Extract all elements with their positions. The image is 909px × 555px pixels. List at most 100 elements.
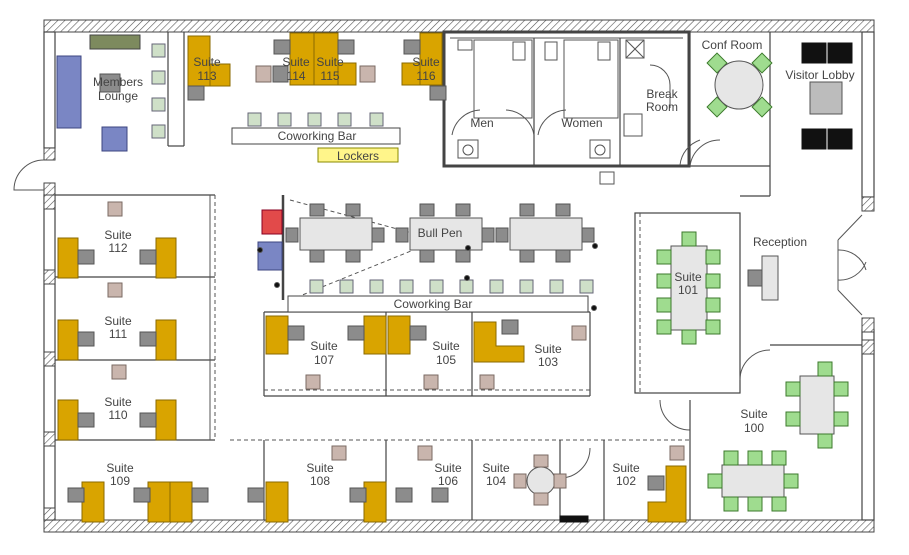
chair — [555, 203, 571, 217]
chair — [139, 249, 157, 265]
guest-chair — [417, 445, 433, 461]
desk — [57, 237, 79, 279]
marker-dot — [464, 275, 470, 281]
chair — [67, 487, 85, 503]
conference-chair — [656, 297, 672, 313]
stool — [489, 279, 504, 294]
conference-chair — [747, 496, 763, 512]
label-bull-pen: Bull Pen — [418, 226, 463, 240]
chair — [747, 269, 763, 287]
label-suite-116-2: 116 — [416, 69, 435, 83]
chair — [395, 227, 409, 243]
stool — [151, 97, 166, 112]
chair — [337, 39, 355, 55]
label-reception: Reception — [753, 235, 807, 249]
chair — [309, 249, 325, 263]
stool — [369, 279, 384, 294]
desk — [155, 237, 177, 279]
label-suite-113-2: 113 — [197, 69, 216, 83]
stool — [399, 279, 414, 294]
conference-table — [714, 60, 764, 110]
label-suite-105-2: 105 — [436, 353, 456, 367]
desk — [265, 481, 289, 523]
stool — [337, 112, 352, 127]
conference-chair — [785, 381, 801, 397]
guest-chair — [553, 473, 567, 489]
label-suite-113-1: Suite — [193, 55, 221, 69]
desk — [155, 319, 177, 361]
chair — [77, 249, 95, 265]
chair — [247, 487, 265, 503]
conference-chair — [707, 473, 723, 489]
corner-desk — [647, 465, 687, 523]
chair — [581, 227, 595, 243]
label-members-lounge-1: Members — [93, 75, 143, 89]
label-suite-101-2: 101 — [678, 283, 698, 297]
guest-chair — [513, 473, 527, 489]
chair — [455, 203, 471, 217]
label-suite-103-2: 103 — [538, 355, 558, 369]
floor-vent — [559, 515, 589, 523]
stool — [151, 43, 166, 58]
stool — [369, 112, 384, 127]
stool — [519, 279, 534, 294]
chair — [139, 331, 157, 347]
label-suite-112-1: Suite — [104, 228, 132, 242]
chair — [345, 249, 361, 263]
table — [799, 375, 835, 435]
desk — [57, 399, 79, 441]
chair — [77, 412, 95, 428]
table — [721, 464, 785, 498]
chair — [347, 325, 365, 341]
chair — [285, 227, 299, 243]
guest-chair — [533, 492, 549, 506]
conference-chair — [705, 319, 721, 335]
chair — [272, 65, 289, 83]
desk — [419, 32, 443, 86]
chair — [349, 487, 367, 503]
desk — [313, 32, 339, 86]
label-suite-109-1: Suite — [106, 461, 134, 475]
label-suite-101-1: Suite — [674, 270, 702, 284]
chair — [403, 39, 421, 55]
label-suite-102-1: Suite — [612, 461, 640, 475]
label-coworking-bar-top: Coworking Bar — [278, 129, 357, 143]
guest-chair — [359, 65, 376, 83]
table — [299, 217, 373, 251]
desk — [169, 481, 193, 523]
conference-chair — [681, 231, 697, 247]
chair — [273, 39, 291, 55]
outer-walls — [13, 19, 875, 533]
label-suite-114-1: Suite — [282, 55, 310, 69]
label-visitor-lobby: Visitor Lobby — [785, 68, 854, 82]
guest-chair — [331, 445, 347, 461]
chair — [287, 325, 305, 341]
label-suite-100-1: Suite — [740, 407, 768, 421]
label-lockers: Lockers — [337, 149, 379, 163]
lobby-seat — [827, 42, 853, 64]
chair — [555, 249, 571, 263]
chair — [431, 487, 449, 503]
reception-desk — [761, 255, 779, 301]
chair — [429, 85, 447, 101]
guest-chair — [107, 201, 123, 217]
chair — [519, 249, 535, 263]
label-suite-105-1: Suite — [432, 339, 460, 353]
chair — [455, 249, 471, 263]
conference-chair — [723, 450, 739, 466]
guest-chair — [107, 282, 123, 298]
conference-chair — [833, 381, 849, 397]
stool — [307, 112, 322, 127]
marker-dot — [274, 282, 280, 288]
label-break-room-1: Break — [646, 87, 678, 101]
conference-chair — [723, 496, 739, 512]
stool — [459, 279, 474, 294]
label-suite-103-1: Suite — [534, 342, 562, 356]
conference-chair — [747, 450, 763, 466]
lounge-chair — [101, 126, 128, 152]
stool — [309, 279, 324, 294]
lounge-credenza — [89, 34, 141, 50]
desk — [363, 315, 387, 355]
lobby-seat — [801, 128, 827, 150]
